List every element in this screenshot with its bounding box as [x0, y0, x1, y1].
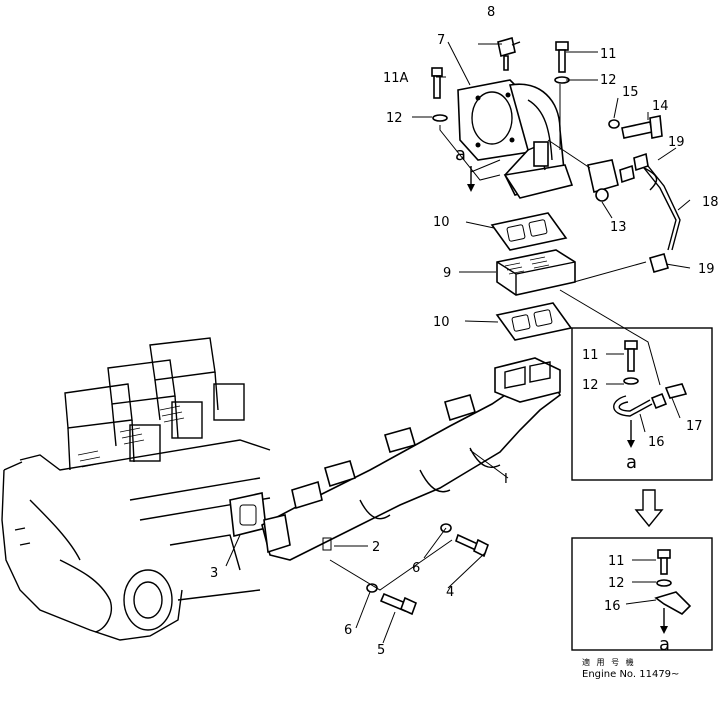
- callout-5: 5: [377, 643, 385, 658]
- fitting-19-top: [633, 152, 649, 172]
- callout-13: 13: [610, 220, 627, 235]
- callout-8: 8: [487, 5, 495, 20]
- arrow-a-main: [467, 159, 501, 192]
- callout-6-upper: 6: [412, 561, 420, 576]
- inset-lower-callout-12: 12: [608, 576, 625, 591]
- callout-a-main: a: [455, 144, 466, 165]
- fitting-19-bottom: [649, 253, 669, 273]
- callout-12-right: 12: [600, 73, 617, 88]
- inset-upper-callout-16: 16: [648, 435, 665, 450]
- callout-3: 3: [210, 566, 218, 581]
- callout-10-upper: 10: [433, 215, 450, 230]
- inset-lower-callout-a: a: [659, 634, 670, 655]
- sensor-13: [587, 159, 635, 202]
- callout-labels: 8 7 11 11A 12 15 14 12 19 a 18 13 10 19 …: [210, 5, 719, 658]
- inset-lower-callout-11: 11: [608, 554, 625, 569]
- pipe-18: [639, 165, 681, 251]
- callout-11A: 11A: [383, 71, 409, 86]
- exhaust-manifold-I: [261, 357, 562, 561]
- bolt-14: [621, 115, 663, 139]
- inset-box-upper: [571, 327, 713, 481]
- transition-arrow: [634, 489, 664, 528]
- applicable-serial-label: 適 用 号 機: [582, 658, 636, 667]
- inset-upper-callout-a: a: [626, 452, 637, 473]
- bolt-4: [455, 533, 489, 558]
- gasket-3: [229, 492, 267, 537]
- inset-upper-callout-17: 17: [686, 419, 703, 434]
- engine-number-label: Engine No. 11479~: [582, 669, 680, 680]
- callout-19-bottom: 19: [698, 262, 715, 277]
- callout-12-left: 12: [386, 111, 403, 126]
- gasket-10-upper: [490, 212, 568, 251]
- callout-14: 14: [652, 99, 669, 114]
- spacer-9: [496, 249, 576, 296]
- inset-upper-callout-11: 11: [582, 348, 599, 363]
- bolt-11A: [431, 67, 448, 122]
- bolt-11-top: [554, 41, 570, 84]
- applicability-caption: 適 用 号 機 Engine No. 11479~: [582, 657, 679, 680]
- callout-2: 2: [372, 540, 380, 555]
- callout-11: 11: [600, 47, 617, 62]
- callout-15: 15: [622, 85, 639, 100]
- engine-block: [1, 337, 271, 641]
- callout-7: 7: [437, 33, 445, 48]
- gasket-10-lower: [495, 302, 573, 341]
- elbow-fitting-8: [497, 36, 521, 71]
- callout-4: 4: [446, 585, 454, 600]
- callout-10-lower: 10: [433, 315, 450, 330]
- inset-upper-callout-12: 12: [582, 378, 599, 393]
- turbo-elbow-7: [457, 79, 574, 199]
- washer-15: [608, 119, 620, 129]
- callout-9: 9: [443, 266, 451, 281]
- callout-I: I: [504, 472, 508, 487]
- callout-6-lower: 6: [344, 623, 352, 638]
- inset-lower-callout-16: 16: [604, 599, 621, 614]
- inset-upper-labels: 11 12 17 16 a: [582, 348, 703, 473]
- leader-lines: [225, 41, 691, 644]
- callout-19-top: 19: [668, 135, 685, 150]
- inset-lower-labels: 11 12 16 a: [604, 554, 670, 655]
- callout-18: 18: [702, 195, 719, 210]
- bolt-5: [379, 592, 418, 616]
- inset-box-lower: [571, 537, 713, 651]
